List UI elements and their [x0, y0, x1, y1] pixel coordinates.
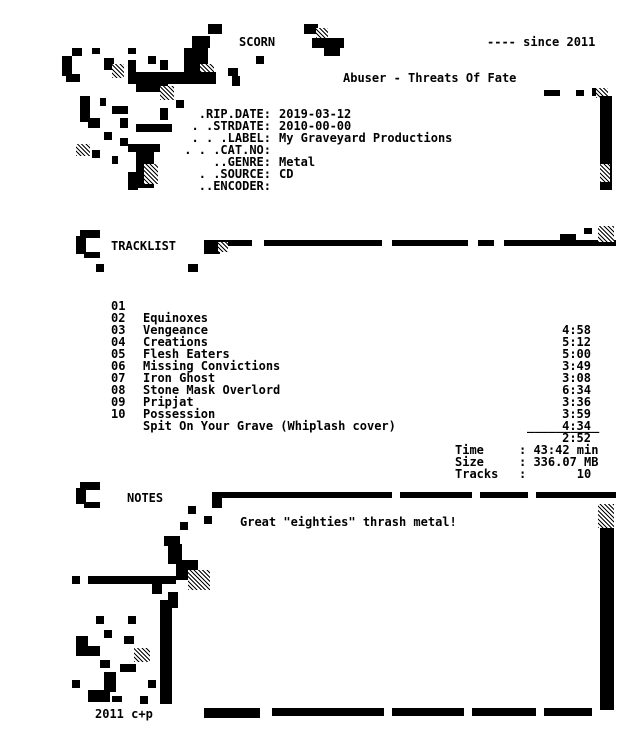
track-title: Stone Mask Overlord	[143, 383, 281, 397]
track-title: Vengeance	[143, 323, 209, 337]
list-item: 09 Possession 4:34	[111, 384, 591, 432]
info-label: . .SOURCE:	[198, 167, 271, 181]
tracks-label: Tracks	[455, 467, 499, 481]
info-value: CD	[279, 167, 294, 181]
track-title: Spit On Your Grave (Whiplash cover)	[143, 419, 396, 433]
track-duration: 3:59	[562, 407, 591, 421]
list-item: 03 Creations 5:00	[111, 312, 591, 360]
track-number: 02	[111, 311, 126, 325]
info-label: ..GENRE:	[213, 155, 271, 169]
since-text: ---- since 2011	[487, 35, 596, 49]
track-number: 07	[111, 371, 126, 385]
size-value: : 336.07 MB	[519, 455, 599, 469]
track-number: 04	[111, 335, 126, 349]
list-item: 05 Missing Convictions 3:08	[111, 336, 591, 384]
release-title: Abuser - Threats Of Fate	[343, 71, 517, 85]
track-duration: 3:36	[562, 395, 591, 409]
track-duration: 4:34	[562, 419, 591, 433]
track-title: Equinoxes	[143, 311, 209, 325]
group-name: SCORN	[239, 35, 276, 49]
info-value: Metal	[279, 155, 316, 169]
info-label: .RIP.DATE:	[198, 107, 271, 121]
track-number: 06	[111, 359, 126, 373]
time-label: Time	[455, 443, 484, 457]
info-label: ..ENCODER:	[198, 179, 271, 193]
track-title: Missing Convictions	[143, 359, 281, 373]
track-title: Pripjat	[143, 395, 194, 409]
info-value: 2010-00-00	[279, 119, 352, 133]
track-duration: 3:08	[562, 371, 591, 385]
list-item: 02 Vengeance 5:12	[111, 300, 591, 348]
track-duration: 6:34	[562, 383, 591, 397]
list-item: 10 Spit On Your Grave (Whiplash cover) 2…	[111, 396, 591, 444]
track-title: Flesh Eaters	[143, 347, 230, 361]
list-item: 08 Pripjat 3:59	[111, 372, 591, 420]
track-number: 03	[111, 323, 126, 337]
list-item: 01 Equinoxes 4:58	[111, 288, 591, 336]
track-duration: 5:00	[562, 347, 591, 361]
track-duration: 5:12	[562, 335, 591, 349]
track-title: Possession	[143, 407, 216, 421]
track-number: 05	[111, 347, 126, 361]
track-duration: 2:52	[562, 431, 591, 445]
list-item: 06 Iron Ghost 6:34	[111, 348, 591, 396]
info-value: My Graveyard Productions	[279, 131, 453, 145]
notes-heading: NOTES	[127, 491, 164, 505]
size-label: Size	[455, 455, 484, 469]
footer-credit: 2011 c+p	[95, 707, 153, 721]
list-item: 04 Flesh Eaters 3:49	[111, 324, 591, 372]
list-item: 07 Stone Mask Overlord 3:36	[111, 360, 591, 408]
track-duration: 3:49	[562, 359, 591, 373]
info-label: . . .CAT.NO:	[184, 143, 271, 157]
track-title: Creations	[143, 335, 209, 349]
info-value: 2019-03-12	[279, 107, 352, 121]
track-title: Iron Ghost	[143, 371, 216, 385]
summary-separator: __________	[527, 419, 600, 433]
track-duration: 4:58	[562, 323, 591, 337]
info-label: . .STRDATE:	[191, 119, 271, 133]
track-number: 10	[111, 407, 126, 421]
track-number: 09	[111, 395, 126, 409]
track-number: 08	[111, 383, 126, 397]
notes-text: Great "eighties" thrash metal!	[240, 515, 457, 529]
info-label: . . .LABEL:	[191, 131, 271, 145]
time-value: : 43:42 min	[519, 443, 599, 457]
tracklist-heading: TRACKLIST	[111, 239, 177, 253]
track-number: 01	[111, 299, 126, 313]
tracks-value: : 10	[519, 467, 592, 481]
